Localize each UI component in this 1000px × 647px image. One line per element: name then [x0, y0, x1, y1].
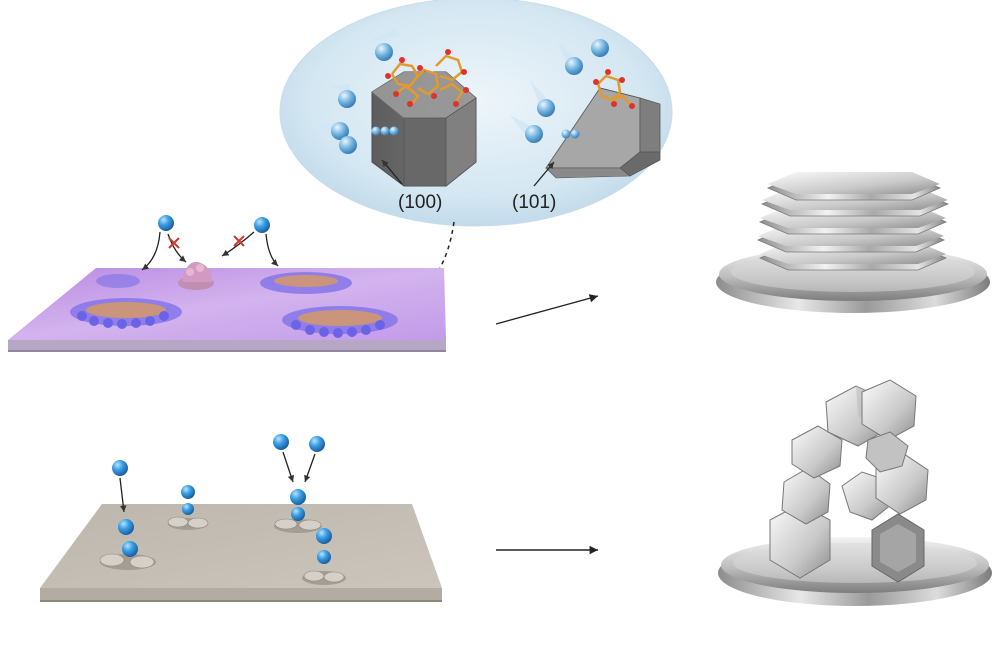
nucleus-cluster: [167, 503, 209, 530]
adsorbed-molecules-100: [385, 49, 469, 107]
deposition-arrow: [304, 453, 316, 483]
cross-mark-icon: [233, 235, 245, 247]
ion-with-trail: [324, 136, 357, 156]
cross-mark-icon: [168, 237, 180, 249]
ion-with-trail: [510, 115, 543, 143]
crystal-101-facet: [545, 87, 661, 179]
random-plate-deposit: [718, 379, 992, 606]
nucleus-cluster: [302, 550, 346, 585]
hexagonal-plate: [791, 425, 843, 479]
nucleus-cluster: [99, 519, 156, 570]
hexagonal-plate: [861, 379, 917, 441]
ion-with-trail: [366, 28, 400, 61]
blocked-mound: [178, 261, 214, 290]
magnified-facet-bubble: (100) (101): [279, 0, 673, 227]
hexagonal-plate: [871, 513, 925, 583]
ion-with-trail: [590, 39, 612, 60]
hexagonal-plate: [865, 431, 909, 473]
nucleation-patch: [96, 274, 140, 288]
treated-substrate: [8, 215, 446, 352]
ion-sphere: [254, 217, 270, 233]
deposition-arrow: [221, 231, 255, 257]
ion-with-trail: [328, 84, 356, 108]
nucleus-cluster: [274, 489, 322, 533]
ion-sphere: [158, 215, 174, 231]
deposition-arrow: [119, 477, 127, 513]
ion-with-trail: [530, 80, 555, 117]
ion-sphere: [273, 434, 289, 450]
solvated-ions-right: [510, 39, 612, 143]
pointer-arrow-100: [381, 159, 403, 185]
deposition-arrow: [141, 231, 161, 271]
arrow-right-icon: [495, 294, 599, 325]
adsorbed-molecules-101: [593, 69, 635, 109]
ion-sphere: [309, 436, 325, 452]
ion-sphere: [316, 528, 332, 544]
stacked-plate-deposit: [716, 172, 990, 313]
deposition-arrow: [167, 233, 187, 263]
facet-label-101: (101): [512, 192, 556, 213]
ion-with-trail: [316, 122, 349, 140]
bare-substrate: [40, 434, 442, 602]
nucleation-patch: [260, 272, 352, 294]
solvated-ions-left: [316, 28, 400, 156]
facet-label-100: (100): [398, 192, 442, 213]
deposition-arrow: [265, 233, 279, 267]
ion-sphere: [112, 460, 128, 476]
ion-sphere: [181, 485, 195, 499]
nucleation-patch: [282, 306, 398, 338]
crystal-100-facet: [371, 71, 477, 187]
ion-with-trail: [558, 42, 583, 75]
deposition-arrow: [282, 451, 295, 483]
pointer-arrow-101: [533, 161, 555, 187]
hexagonal-plate: [766, 172, 942, 201]
nucleation-patch: [70, 298, 182, 329]
